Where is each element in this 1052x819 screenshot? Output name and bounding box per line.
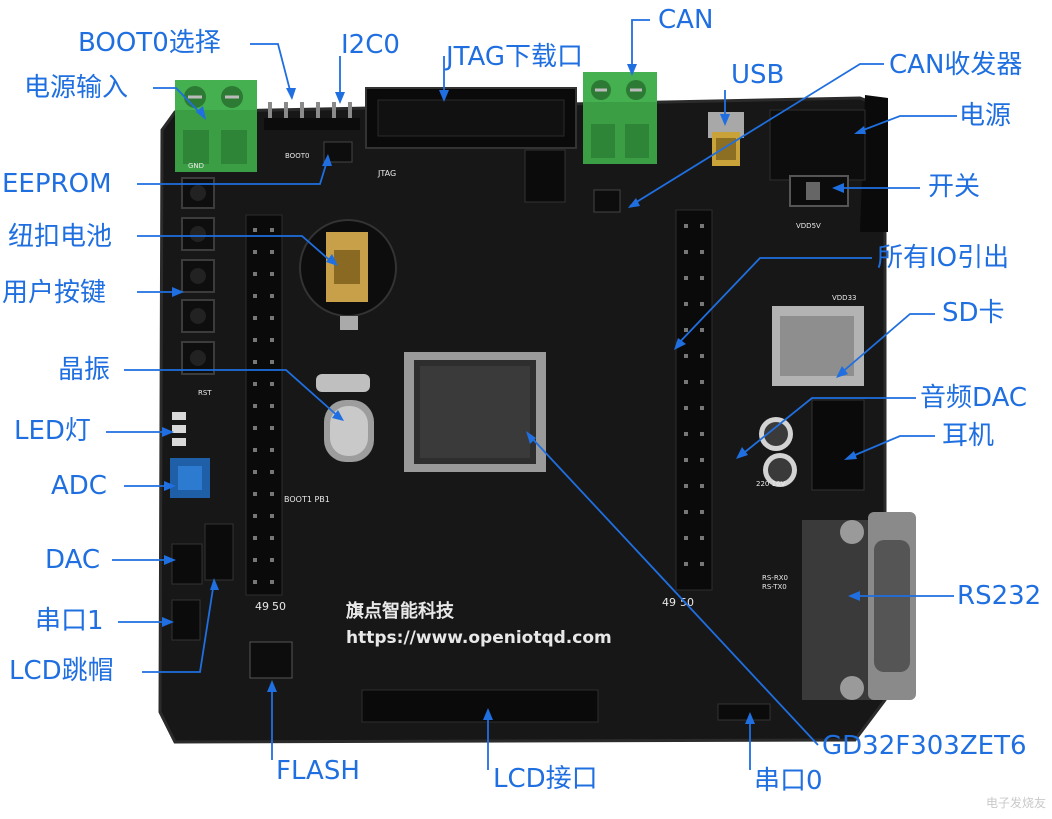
label-power-input: 电源输入	[24, 73, 129, 103]
can-terminal-block	[583, 72, 657, 164]
silk-vdd33: VDD33	[832, 294, 856, 302]
silk-rs-tx: RS-TX0	[762, 583, 787, 591]
label-flash: FLASH	[276, 756, 360, 786]
label-can: CAN	[658, 5, 714, 35]
uart1-header	[171, 599, 201, 641]
label-can-transceiver: CAN收发器	[889, 50, 1023, 80]
silk-gnd: GND	[188, 162, 204, 170]
power-jack	[769, 95, 888, 232]
can-transceiver-chip	[593, 189, 621, 213]
label-uart0: 串口0	[754, 766, 823, 796]
silk-50-right: 50	[680, 596, 694, 609]
label-boot0: BOOT0选择	[78, 28, 221, 58]
label-dac: DAC	[45, 545, 101, 575]
boot-header	[264, 102, 360, 130]
silk-vdd5v: VDD5V	[796, 222, 821, 230]
right-header-pins	[684, 224, 704, 566]
label-user-keys: 用户按键	[2, 278, 107, 308]
silk-capacitor: 220 16V	[756, 480, 785, 488]
label-crystal: 晶振	[58, 355, 111, 385]
silk-rst: RST	[198, 389, 212, 397]
board-url: https://www.openiotqd.com	[346, 628, 612, 648]
leader-lines	[106, 19, 957, 770]
silk-jtag: JTAG	[377, 169, 396, 178]
electrolytic-capacitors	[759, 417, 797, 487]
watermark: 电子发烧友	[985, 796, 1046, 810]
left-io-header	[245, 214, 283, 596]
silk-boot1: BOOT1 PB1	[284, 495, 330, 504]
label-switch: 开关	[928, 172, 981, 202]
lcd-header	[361, 689, 599, 723]
label-earphone: 耳机	[942, 421, 995, 451]
silk-boot0: BOOT0	[285, 152, 309, 160]
dac-header	[171, 543, 203, 585]
label-rs232: RS232	[957, 581, 1042, 611]
eeprom-chip	[323, 141, 353, 163]
silk-rs-rx: RS-RX0	[762, 574, 788, 582]
silk-49-left: 49	[255, 600, 269, 613]
label-jtag: JTAG下载口	[446, 42, 584, 72]
right-io-header	[675, 209, 713, 591]
power-switch	[789, 175, 849, 207]
silk-49-right: 49	[662, 596, 676, 609]
silk-50-left: 50	[272, 600, 286, 613]
jtag-connector	[365, 87, 577, 149]
label-usb: USB	[731, 60, 785, 90]
label-lcd-jumper: LCD跳帽	[9, 656, 114, 686]
left-header-pins	[253, 228, 274, 584]
label-eeprom: EEPROM	[2, 169, 112, 199]
label-i2c0: I2C0	[341, 30, 400, 60]
coin-battery	[299, 219, 397, 330]
label-audio-dac: 音频DAC	[920, 383, 1028, 413]
flash-chip	[249, 641, 293, 679]
label-lcd-interface: LCD接口	[493, 764, 598, 794]
board-brand: 旗点智能科技	[346, 600, 455, 622]
sd-card-slot	[772, 306, 864, 386]
button-caps	[190, 185, 206, 366]
label-adc: ADC	[51, 471, 107, 501]
lcd-jumper-header	[204, 523, 234, 581]
label-mcu: GD32F303ZET6	[822, 731, 1027, 761]
label-led: LED灯	[14, 416, 91, 446]
label-sd-card: SD卡	[942, 298, 1005, 328]
dat-header	[524, 149, 566, 203]
label-coin-battery: 纽扣电池	[8, 222, 113, 252]
mcu-chip	[404, 352, 546, 472]
uart0-header	[717, 703, 771, 721]
label-all-io: 所有IO引出	[877, 243, 1010, 273]
power-terminal-block	[175, 80, 257, 172]
user-buttons	[181, 177, 215, 375]
led-row	[172, 412, 186, 446]
label-power: 电源	[959, 101, 1012, 131]
leader-arrowheads	[162, 64, 866, 724]
rs232-connector	[802, 512, 916, 700]
earphone-jack	[811, 399, 865, 491]
label-uart1: 串口1	[35, 606, 104, 636]
